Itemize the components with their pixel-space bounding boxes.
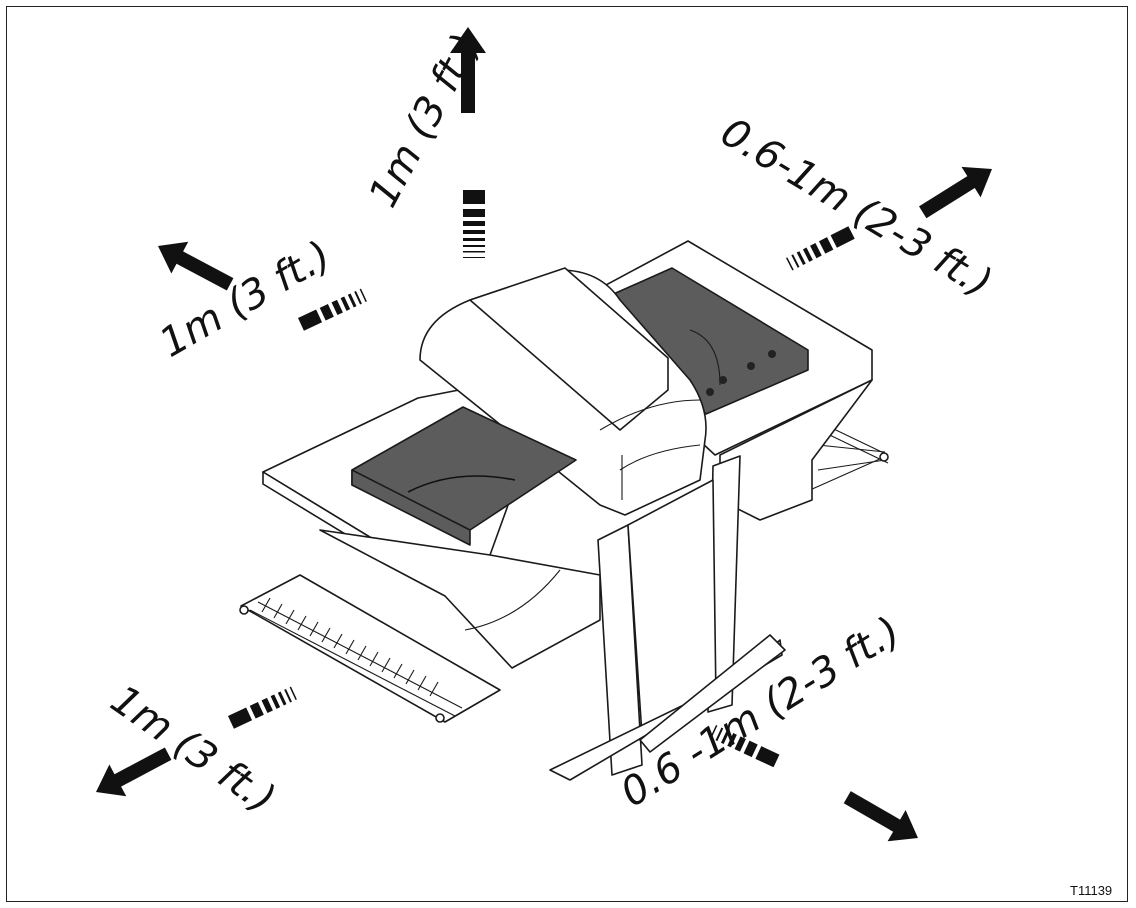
printer-lid	[469, 267, 669, 431]
label-top-clearance: 1m (3 ft.)	[360, 26, 489, 214]
distance-bars-upper-right	[786, 226, 855, 271]
arrow-upper-right	[913, 153, 1002, 228]
distance-bars-lower-right	[710, 725, 780, 768]
distance-bars-upper-left	[298, 288, 367, 331]
figure-reference-code: T11139	[1070, 883, 1112, 898]
distance-bars-top	[463, 190, 485, 258]
label-lower-left-clearance: 1m (3 ft.)	[102, 677, 283, 823]
lower-body	[319, 529, 601, 669]
base-foot-rear	[639, 634, 786, 753]
label-upper-right-clearance: 0.6-1m (2-3 ft.)	[713, 109, 1000, 307]
distance-bars-lower-left	[228, 686, 297, 729]
leg-front	[597, 524, 643, 776]
front-rack	[239, 574, 501, 723]
printer-machine	[239, 240, 889, 781]
arrow-lower-right	[838, 781, 927, 854]
